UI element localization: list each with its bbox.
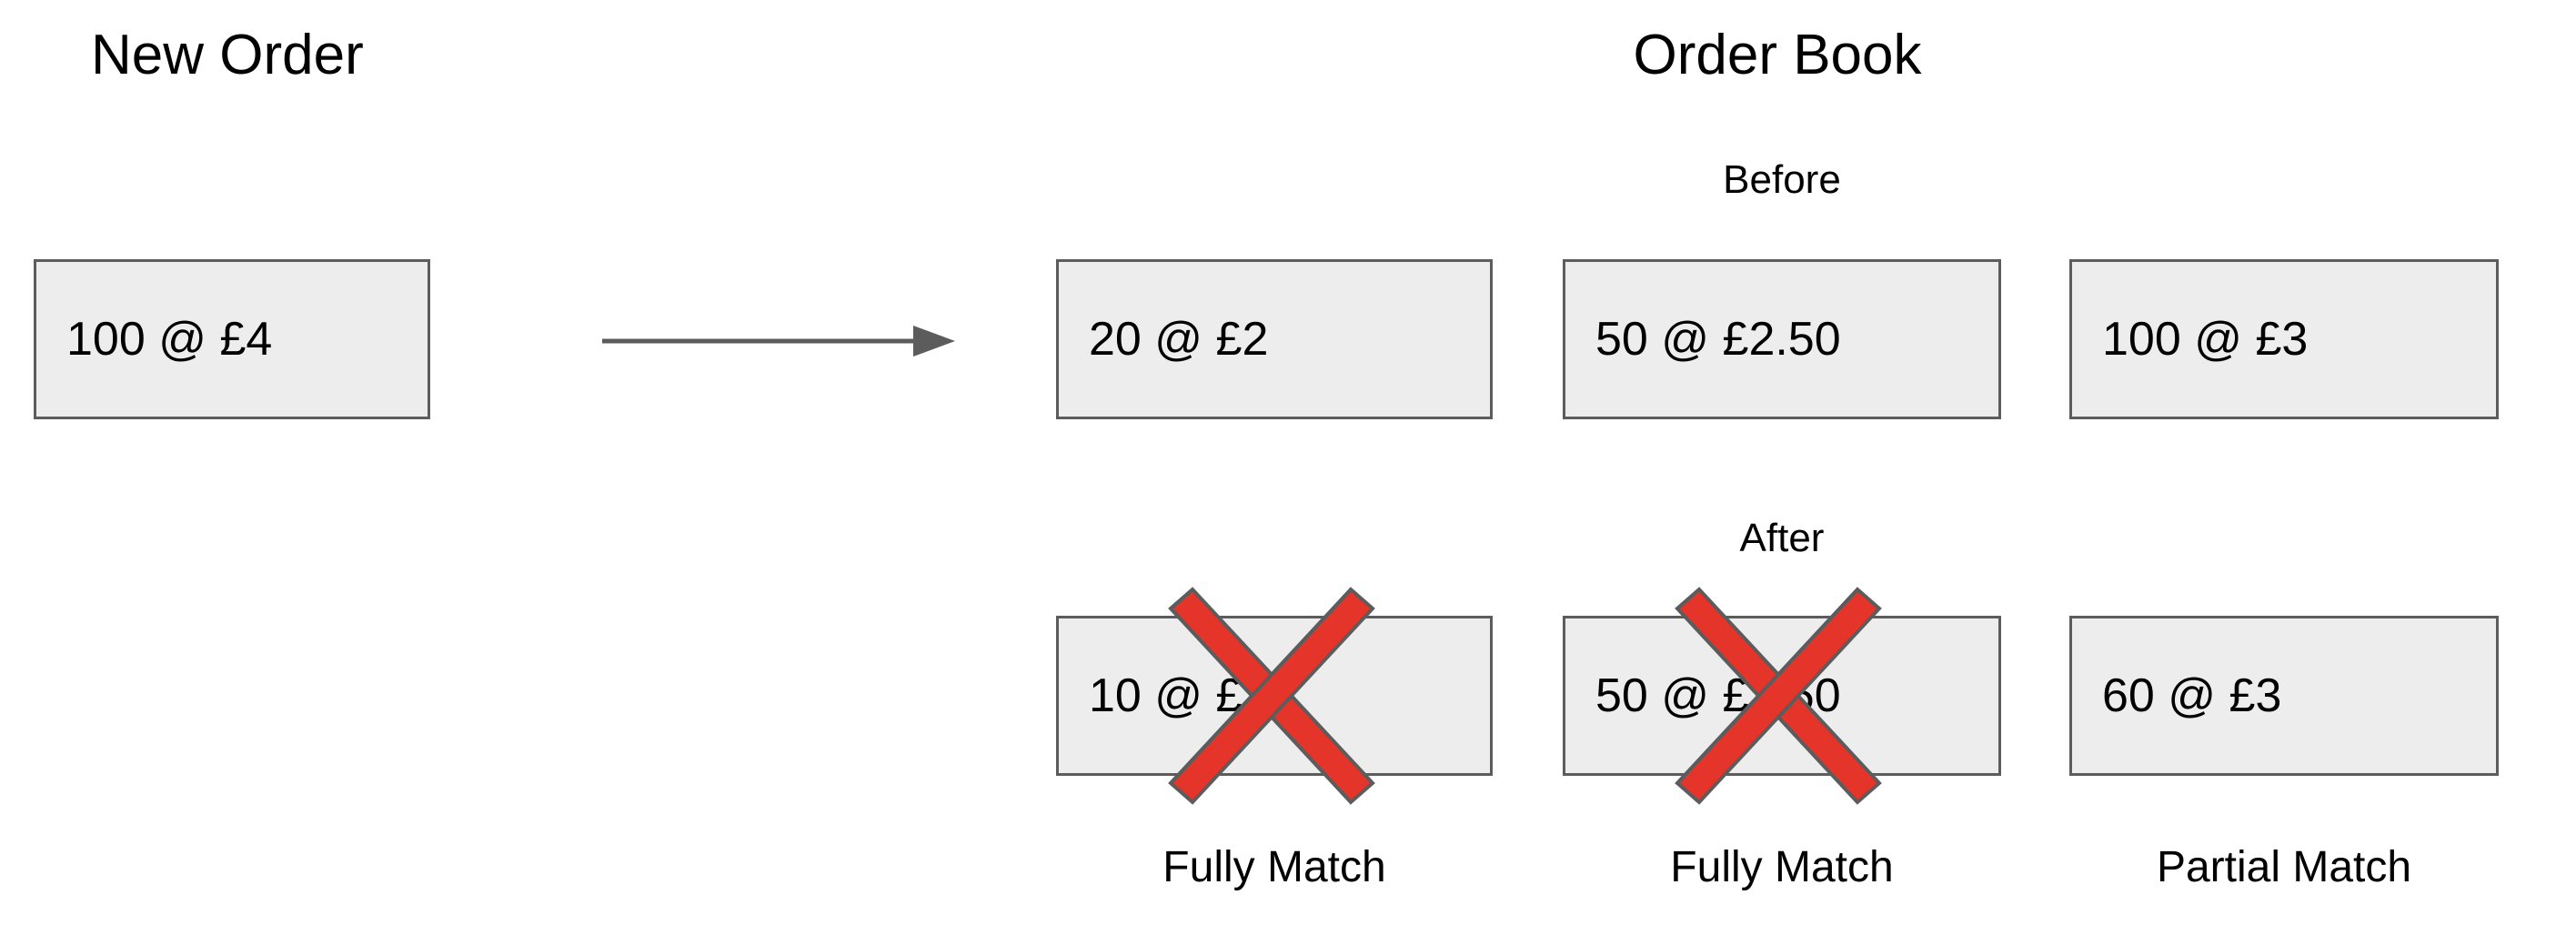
new-order-box[interactable]: 100 @ £4: [34, 259, 430, 419]
before-order-box-2[interactable]: 100 @ £3: [2069, 259, 2499, 419]
before-order-value-2: 100 @ £3: [2102, 313, 2309, 366]
new-order-value: 100 @ £4: [66, 313, 273, 366]
match-result-label-0: Fully Match: [1162, 843, 1386, 891]
before-order-value-0: 20 @ £2: [1089, 313, 1269, 366]
after-order-box-2[interactable]: 60 @ £3: [2069, 616, 2499, 776]
order-book-title: Order Book: [1633, 24, 1922, 86]
match-result-label-2: Partial Match: [2156, 843, 2412, 891]
before-order-box-0[interactable]: 20 @ £2: [1056, 259, 1493, 419]
red-cross-icon-0: [1167, 587, 1376, 805]
arrow-right-icon: [600, 314, 955, 368]
before-label: Before: [1723, 157, 1841, 202]
match-result-label-1: Fully Match: [1670, 843, 1894, 891]
new-order-title: New Order: [91, 24, 364, 86]
red-cross-icon-1: [1674, 587, 1883, 805]
before-order-box-1[interactable]: 50 @ £2.50: [1563, 259, 2001, 419]
after-label: After: [1739, 516, 1825, 560]
before-order-value-1: 50 @ £2.50: [1595, 313, 1841, 366]
after-order-value-2: 60 @ £3: [2102, 669, 2282, 722]
